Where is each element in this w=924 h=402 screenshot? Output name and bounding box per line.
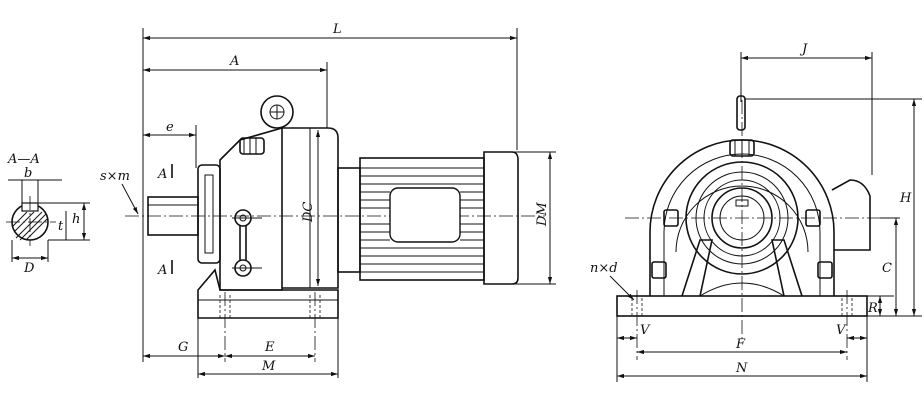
b-label: b — [24, 166, 32, 181]
m-label: M — [261, 359, 276, 374]
j-label: J — [799, 42, 808, 57]
e-label: e — [166, 120, 174, 135]
cooling-fins — [360, 167, 484, 273]
g-label: G — [178, 340, 188, 355]
terminal-box — [389, 187, 461, 243]
t-label: t — [58, 219, 64, 234]
motor-bulge — [831, 179, 871, 251]
right-rib — [771, 239, 803, 297]
c-label: C — [882, 261, 892, 276]
front-lifting-lug — [736, 95, 746, 131]
oil-gauge — [232, 209, 262, 277]
f-label: F — [735, 337, 746, 352]
base-foot — [197, 268, 339, 319]
side-view: L A e s×m A A DC — [100, 22, 556, 378]
motor-adapter — [337, 167, 361, 273]
nxd-label: n×d — [590, 261, 618, 276]
left-rib — [681, 239, 713, 297]
fan-cover — [483, 151, 519, 285]
dc-label: DC — [301, 202, 316, 223]
v-right-label: V — [836, 323, 847, 338]
sxm-label: s×m — [100, 169, 130, 184]
l-label: L — [332, 22, 342, 37]
front-view: J — [590, 42, 922, 382]
v-left-label: V — [640, 323, 651, 338]
dm-label: DM — [535, 202, 550, 227]
oil-plug — [239, 137, 265, 155]
r-label: R — [867, 301, 878, 316]
front-base — [616, 295, 868, 317]
n-label: N — [735, 361, 748, 376]
section-mark-top: A — [157, 167, 167, 182]
a-label: A — [229, 54, 239, 69]
section-mark-bottom: A — [157, 263, 167, 278]
e-bottom-label: E — [264, 340, 275, 355]
lifting-eye — [260, 95, 294, 129]
h-front-label: H — [899, 191, 912, 206]
section-title: A—A — [7, 152, 40, 167]
section-aa-view: A—A b D h t — [6, 152, 90, 276]
bearing-cover — [197, 164, 221, 264]
front-bolts — [651, 209, 833, 279]
d-label: D — [23, 261, 35, 276]
reducer-housing — [219, 126, 283, 291]
h-label: h — [72, 212, 80, 227]
